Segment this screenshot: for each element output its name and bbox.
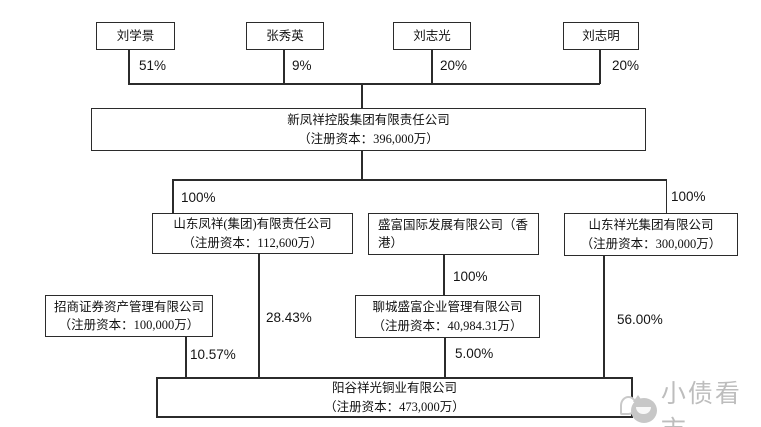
connector-line — [172, 179, 174, 213]
connector-line — [444, 338, 446, 377]
shareholder-name: 刘学景 — [116, 28, 155, 43]
share-percent: 20% — [440, 58, 468, 73]
company-name: 盛富国际发展有限公司（香港） — [378, 217, 529, 250]
connector-line — [172, 179, 667, 181]
company-capital: （注册资本：396,000万） — [298, 131, 439, 146]
company-name: 聊城盛富企业管理有限公司 — [372, 300, 523, 315]
share-percent: 9% — [292, 58, 312, 73]
ownership-percent: 100% — [453, 269, 488, 284]
company-box-zhaoshang: 招商证券资产管理有限公司 （注册资本：100,000万） — [45, 295, 213, 337]
connector-line — [361, 83, 363, 108]
company-box-target: 阳谷祥光铜业有限公司 （注册资本：473,000万） — [156, 377, 633, 418]
shareholder-box-liuzhiming: 刘志明 — [563, 22, 639, 50]
connector-line — [599, 50, 601, 84]
company-capital: （注册资本：112,600万） — [182, 235, 323, 250]
company-name: 新凤祥控股集团有限责任公司 — [287, 113, 450, 128]
connector-line — [361, 151, 363, 180]
ownership-percent: 28.43% — [266, 310, 312, 325]
shareholder-name: 刘志明 — [582, 28, 620, 43]
connector-line — [283, 50, 285, 84]
company-capital: （注册资本：40,984.31万） — [372, 318, 523, 333]
ownership-percent: 5.00% — [455, 346, 494, 361]
company-name: 山东祥光集团有限公司 — [588, 218, 714, 233]
connector-line — [431, 50, 433, 84]
ownership-percent: 100% — [181, 190, 216, 205]
company-capital: （注册资本：300,000万） — [580, 236, 722, 251]
company-name: 山东凤祥(集团)有限责任公司 — [173, 217, 332, 232]
watermark-text: 小债看市 — [660, 380, 742, 427]
connector-line — [128, 83, 600, 85]
company-box-shengfu: 盛富国际发展有限公司（香港） — [368, 213, 539, 255]
shareholder-box-liuzhiguang: 刘志光 — [393, 22, 471, 50]
company-box-fengxiang: 山东凤祥(集团)有限责任公司 （注册资本：112,600万） — [152, 213, 353, 254]
ownership-percent: 10.57% — [190, 347, 236, 362]
connector-line — [128, 50, 130, 84]
company-name: 阳谷祥光铜业有限公司 — [331, 381, 457, 396]
ownership-percent: 100% — [671, 189, 706, 204]
shareholder-name: 刘志光 — [413, 28, 451, 43]
company-name: 招商证券资产管理有限公司 — [53, 299, 204, 314]
ownership-percent: 56.00% — [617, 312, 663, 327]
company-box-liaocheng: 聊城盛富企业管理有限公司 （注册资本：40,984.31万） — [355, 295, 540, 338]
watermark: 小债看市 — [618, 374, 761, 427]
connector-line — [185, 337, 187, 377]
share-percent: 51% — [139, 58, 167, 73]
shareholder-box-zhangxiuying: 张秀英 — [246, 22, 324, 50]
shareholder-name: 张秀英 — [266, 28, 304, 43]
company-box-xiangguang: 山东祥光集团有限公司 （注册资本：300,000万） — [564, 213, 738, 256]
connector-line — [665, 179, 667, 213]
share-percent: 20% — [612, 58, 640, 73]
shareholder-box-liuxuejing: 刘学景 — [96, 22, 175, 50]
watermark-cat-icon — [618, 393, 657, 427]
connector-line — [443, 255, 445, 295]
cat-face-icon — [631, 395, 657, 423]
company-capital: （注册资本：473,000万） — [324, 399, 465, 414]
connector-line — [258, 254, 260, 377]
company-box-holding: 新凤祥控股集团有限责任公司 （注册资本：396,000万） — [91, 108, 646, 151]
connector-line — [603, 256, 605, 377]
company-capital: （注册资本：100,000万） — [58, 318, 200, 332]
